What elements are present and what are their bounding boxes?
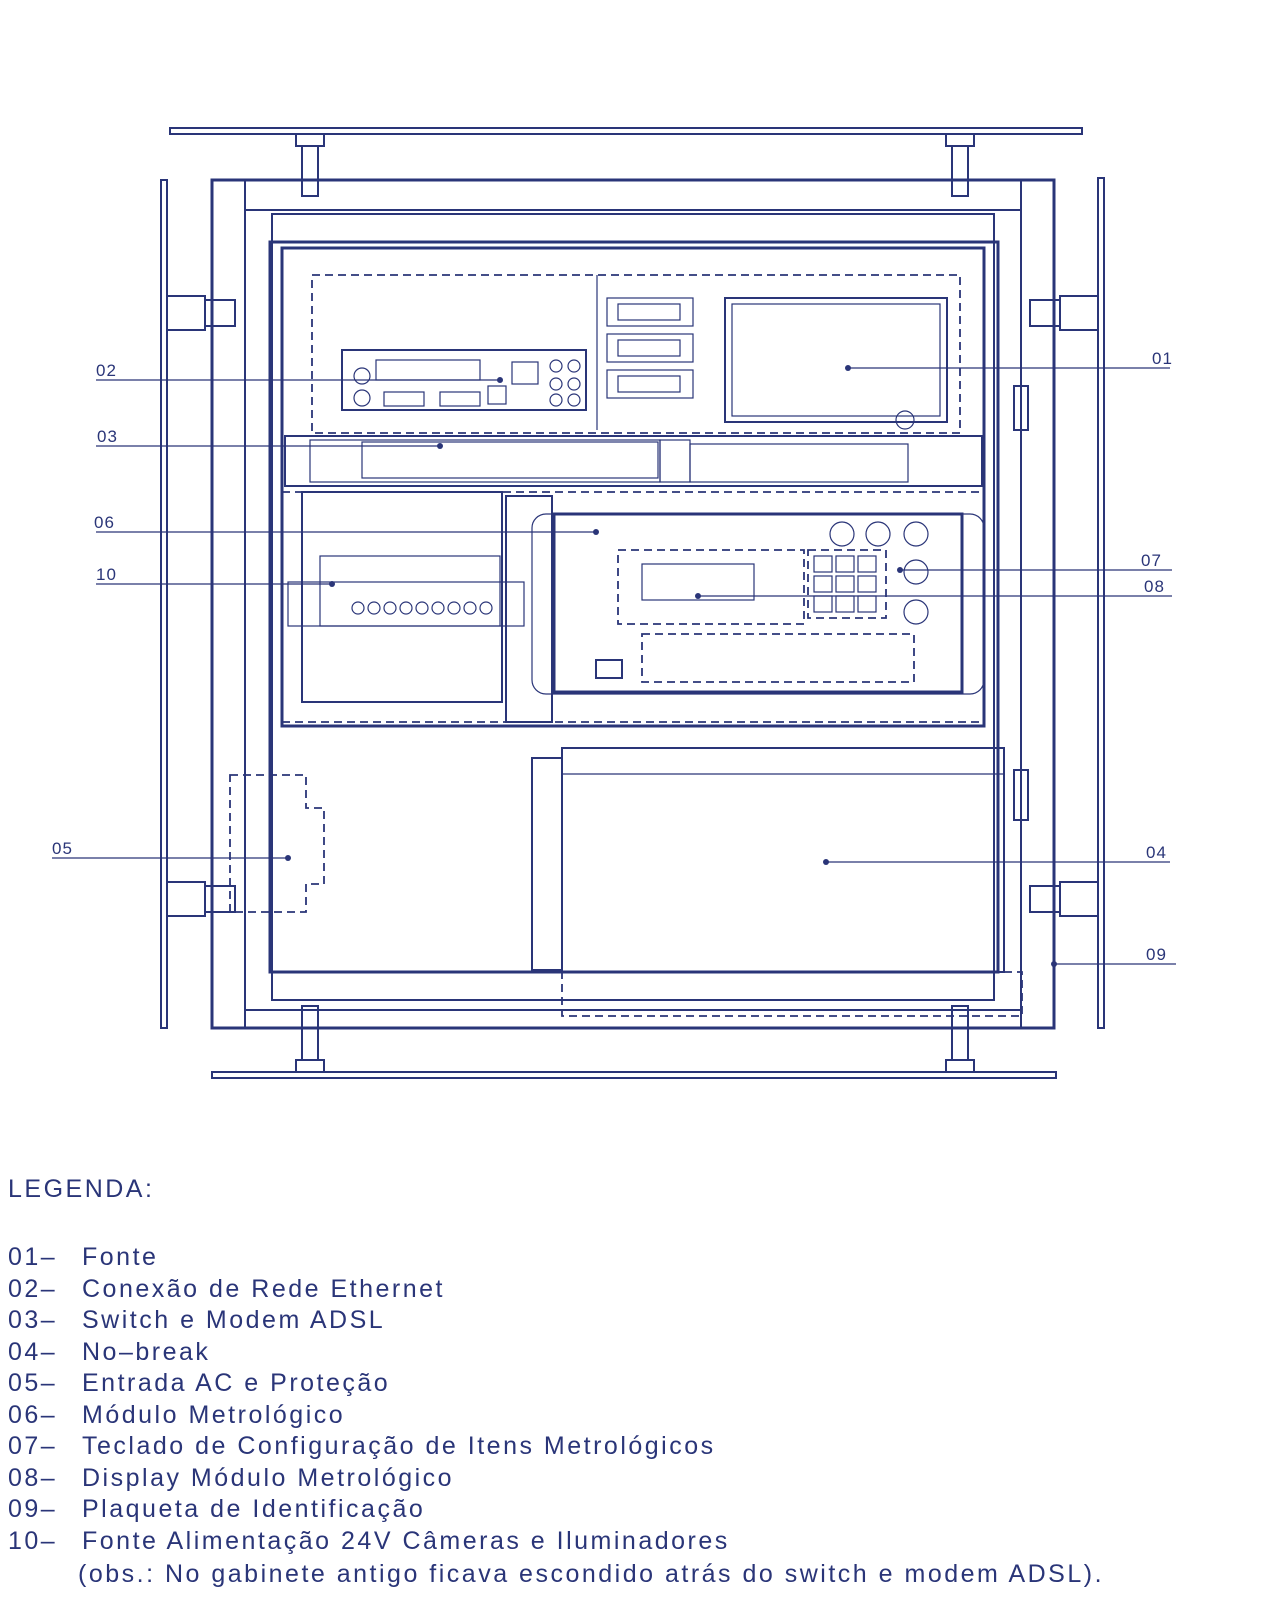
legend-item-number: 06– xyxy=(8,1400,58,1429)
24v-supply-section xyxy=(301,491,503,703)
legend-item: 01– Fonte xyxy=(8,1242,1278,1274)
legend-item-text: Conexão de Rede Ethernet xyxy=(82,1274,445,1303)
legend: LEGENDA: 01– Fonte 02– Conexão de Rede Eth… xyxy=(8,1175,1278,1591)
legend-item-text: Fonte xyxy=(82,1243,159,1271)
left-side-bar xyxy=(160,179,168,1029)
side-brackets xyxy=(166,295,1099,917)
hinge-top xyxy=(1013,385,1029,431)
legend-item-text: Fonte Alimentação 24V Câmeras e Iluminad… xyxy=(82,1526,730,1555)
legend-item: 10– Fonte Alimentação 24V Câmeras e Ilumi… xyxy=(8,1526,1278,1558)
legend-item-number: 01– xyxy=(8,1243,58,1271)
cabinet-drawing: 01 02 03 04 05 06 07 08 09 10 xyxy=(52,127,1176,1079)
legend-item: 05– Entrada AC e Proteção xyxy=(8,1368,1278,1400)
callout-04: 04 xyxy=(1146,843,1167,862)
terminal-block xyxy=(351,601,493,615)
power-supply-box xyxy=(724,297,948,423)
keypad-grid xyxy=(813,555,877,613)
no-break-unit xyxy=(531,747,1023,1017)
legend-item-number: 10– xyxy=(8,1526,58,1555)
display-frame xyxy=(617,549,805,625)
top-mount-bracket xyxy=(169,127,1083,197)
legend-item: 09– Plaqueta de Identificação xyxy=(8,1494,1278,1526)
legend-item-text: Switch e Modem ADSL xyxy=(82,1306,386,1334)
legend-item: 06– Módulo Metrológico xyxy=(8,1400,1278,1432)
legend-item-text: Entrada AC e Proteção xyxy=(82,1369,391,1397)
ac-entry-unit xyxy=(229,774,325,913)
cabinet-body xyxy=(210,178,1056,1030)
legend-item-number: 05– xyxy=(8,1369,58,1397)
legend-item: 07– Teclado de Configuração de Itens Metr… xyxy=(8,1431,1278,1463)
upper-rack xyxy=(280,246,986,728)
hinge-bottom xyxy=(1013,769,1029,821)
cabinet-svg: 01 02 03 04 05 06 07 08 09 10 xyxy=(52,127,1176,1079)
legend-item-number: 03– xyxy=(8,1306,58,1334)
legend-item: 04– No–break xyxy=(8,1337,1278,1369)
callout-01: 01 xyxy=(1152,349,1173,368)
legend-item-text: Display Módulo Metrológico xyxy=(82,1463,455,1492)
legend-item-number: 04– xyxy=(8,1337,58,1366)
callout-07: 07 xyxy=(1141,551,1162,570)
metrological-module xyxy=(552,512,964,694)
legend-item-number: 02– xyxy=(8,1274,58,1303)
callout-02: 02 xyxy=(96,361,117,380)
legend-title: LEGENDA: xyxy=(8,1175,155,1203)
callout-08: 08 xyxy=(1144,577,1165,596)
legend-item-text: No–break xyxy=(82,1337,211,1366)
callout-leaders xyxy=(52,365,1176,967)
callout-06: 06 xyxy=(94,513,115,532)
legend-item-text: Módulo Metrológico xyxy=(82,1400,346,1429)
legend-item-number: 08– xyxy=(8,1463,58,1492)
legend-item: 02– Conexão de Rede Ethernet xyxy=(8,1274,1278,1306)
legend-item-text: Teclado de Configuração de Itens Metroló… xyxy=(82,1432,716,1460)
legend-item-number: 09– xyxy=(8,1495,58,1523)
legend-item-number: 07– xyxy=(8,1432,58,1460)
legend-item-text: Plaqueta de Identificação xyxy=(82,1495,426,1523)
callout-09: 09 xyxy=(1146,945,1167,964)
bottom-mount-bracket xyxy=(211,1005,1057,1079)
callout-05: 05 xyxy=(52,839,73,858)
callout-10: 10 xyxy=(96,565,117,584)
switch-modem-shelf xyxy=(284,435,983,487)
legend-item: 03– Switch e Modem ADSL xyxy=(8,1305,1278,1337)
right-side-bar xyxy=(1097,177,1105,1029)
legend-note: (obs.: No gabinete antigo ficava escondi… xyxy=(78,1560,1105,1588)
legend-item: 08– Display Módulo Metrológico xyxy=(8,1463,1278,1495)
callout-03: 03 xyxy=(97,427,118,446)
